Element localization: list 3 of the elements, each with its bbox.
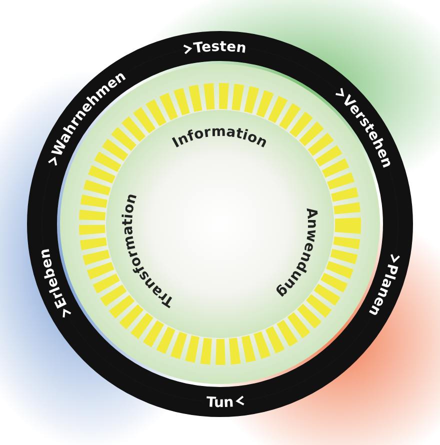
- step-label: Tun: [206, 394, 234, 412]
- step-label: Testen: [192, 38, 248, 57]
- sector-label: Information: [170, 124, 270, 152]
